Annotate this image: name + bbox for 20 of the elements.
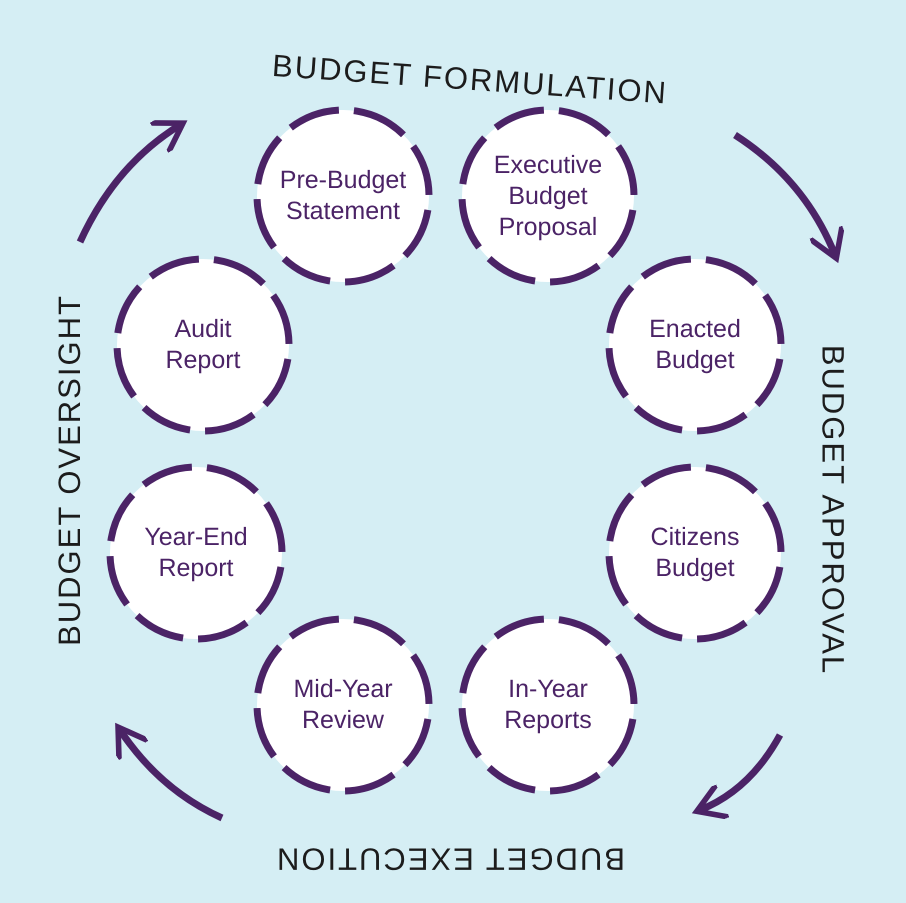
node-text: Executive Budget Proposal	[492, 150, 604, 242]
node-text: Citizens Budget	[650, 522, 740, 584]
node-text: Audit Report	[164, 314, 242, 376]
node-text: Year-End Report	[143, 522, 249, 584]
phase-label: BUDGET OVERSIGHT	[50, 294, 88, 646]
node-text: Mid-Year Review	[292, 674, 394, 736]
dashed-circle-node	[253, 615, 433, 795]
dashed-circle-node	[605, 463, 785, 643]
dashed-circle-node	[253, 106, 433, 286]
dashed-circle-node	[106, 463, 286, 643]
dashed-circle-node	[113, 255, 293, 435]
node-text: Enacted Budget	[648, 314, 742, 376]
phase-label: BUDGET EXECUTION	[274, 840, 626, 878]
node-text: Pre-Budget Statement	[278, 165, 408, 227]
node-text: In-Year Reports	[503, 674, 593, 736]
phase-label: BUDGET FORMULATION	[270, 46, 670, 113]
dashed-circle-node	[458, 106, 638, 286]
phase-label: BUDGET APPROVAL	[814, 344, 852, 676]
dashed-circle-node	[458, 615, 638, 795]
dashed-circle-node	[605, 255, 785, 435]
